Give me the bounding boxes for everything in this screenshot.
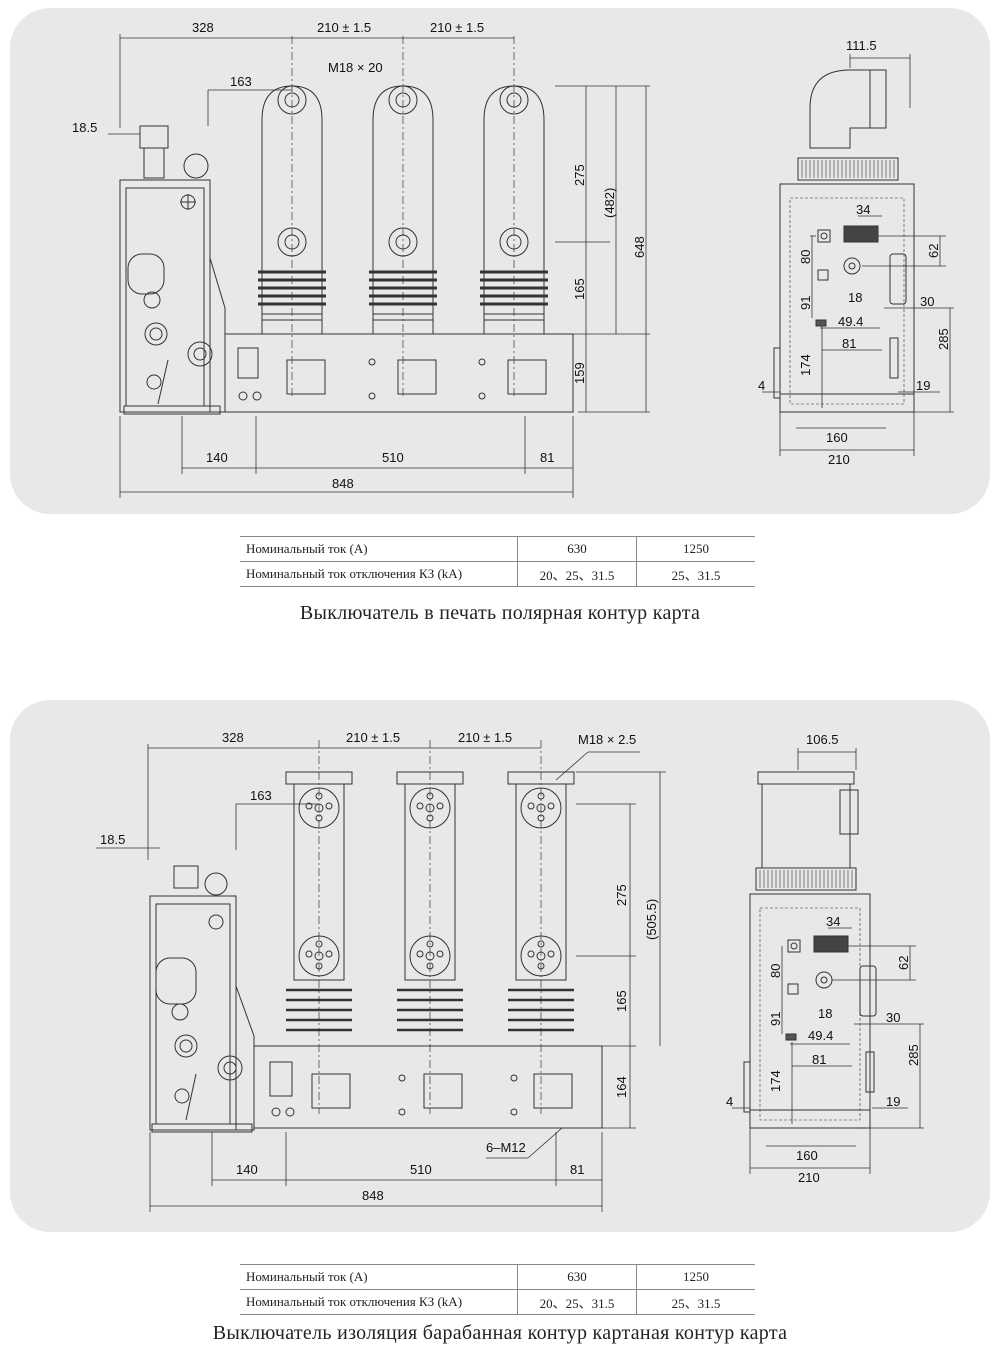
table-row: Номинальный ток (A) 630 1250 [240, 1264, 755, 1290]
breaking-current-1250: 25、31.5 [636, 561, 755, 587]
dim-505-5: (505.5) [644, 899, 659, 940]
breaking-current-630: 20、25、31.5 [517, 561, 637, 587]
spec-table-top: Номинальный ток (A) 630 1250 Номинальный… [240, 536, 755, 587]
side-dim-210: 210 [828, 452, 850, 467]
rated-current-1250: 1250 [636, 1264, 755, 1290]
dim-18-5: 18.5 [72, 120, 97, 135]
side-dim-49-4: 49.4 [808, 1028, 833, 1043]
side-dim-111-5: 111.5 [846, 38, 877, 53]
rated-current-label: Номинальный ток (A) [240, 1264, 518, 1290]
dim-140: 140 [206, 450, 228, 465]
dim-159: 159 [572, 362, 587, 384]
drawing-panel-top: 328 210 ± 1.5 210 ± 1.5 M18 × 20 163 18.… [10, 8, 990, 514]
rated-current-label: Номинальный ток (A) [240, 536, 518, 562]
caption-top: Выключатель в печать полярная контур кар… [299, 602, 701, 624]
side-dim-4: 4 [726, 1094, 733, 1109]
side-dim-19: 19 [886, 1094, 900, 1109]
side-dim-285: 285 [906, 1044, 921, 1066]
dim-210-a: 210 ± 1.5 [346, 730, 400, 745]
dim-648: 648 [632, 236, 647, 258]
rated-current-630: 630 [517, 536, 637, 562]
mechanism-housing [119, 179, 211, 413]
breaker-insulated-drawing: 328 210 ± 1.5 210 ± 1.5 M18 × 2.5 163 18… [96, 730, 924, 1212]
dim-18-5: 18.5 [100, 832, 125, 847]
caption-bottom: Выключатель изоляция барабанная контур к… [212, 1322, 788, 1344]
dim-275: 275 [572, 164, 587, 186]
side-dim-34: 34 [856, 202, 870, 217]
base-frame [253, 1045, 603, 1129]
breaker-pole-drawing: 328 210 ± 1.5 210 ± 1.5 M18 × 20 163 18.… [72, 20, 954, 498]
side-dim-160: 160 [796, 1148, 818, 1163]
drawing-panel-bottom: 328 210 ± 1.5 210 ± 1.5 M18 × 2.5 163 18… [10, 700, 990, 1232]
breaking-current-630: 20、25、31.5 [517, 1289, 637, 1315]
side-dim-34: 34 [826, 914, 840, 929]
dim-210-a: 210 ± 1.5 [317, 20, 371, 35]
side-dim-174: 174 [798, 354, 813, 376]
dim-482: (482) [602, 188, 617, 218]
table-row: Номинальный ток (A) 630 1250 [240, 536, 755, 562]
dim-81: 81 [540, 450, 554, 465]
side-dim-49-4: 49.4 [838, 314, 863, 329]
side-dim-80: 80 [798, 250, 813, 264]
mechanism-housing [149, 895, 237, 1131]
breaking-current-label: Номинальный ток отключения КЗ (kA) [240, 1289, 518, 1315]
dim-510: 510 [410, 1162, 432, 1177]
dim-164: 164 [614, 1076, 629, 1098]
dim-140: 140 [236, 1162, 258, 1177]
dim-275: 275 [614, 884, 629, 906]
rated-current-1250: 1250 [636, 536, 755, 562]
side-dim-91: 91 [768, 1012, 783, 1026]
spec-table-bottom: Номинальный ток (A) 630 1250 Номинальный… [240, 1264, 755, 1315]
dim-848: 848 [362, 1188, 384, 1203]
dim-165: 165 [614, 990, 629, 1012]
side-dim-62: 62 [926, 244, 941, 258]
dim-210-b: 210 ± 1.5 [458, 730, 512, 745]
side-dim-18: 18 [848, 290, 862, 305]
side-dim-62: 62 [896, 956, 911, 970]
side-dim-19: 19 [916, 378, 930, 393]
side-dim-30: 30 [886, 1010, 900, 1025]
side-dim-91: 91 [798, 296, 813, 310]
dim-328: 328 [192, 20, 214, 35]
side-dim-160: 160 [826, 430, 848, 445]
side-dim-285: 285 [936, 328, 951, 350]
side-dim-18: 18 [818, 1006, 832, 1021]
breaking-current-label: Номинальный ток отключения КЗ (kA) [240, 561, 518, 587]
dim-163: 163 [230, 74, 252, 89]
dim-510: 510 [382, 450, 404, 465]
dim-848: 848 [332, 476, 354, 491]
side-view [743, 771, 877, 1129]
side-view [773, 69, 915, 413]
side-dim-210: 210 [798, 1170, 820, 1185]
dim-m18: M18 × 20 [328, 60, 383, 75]
side-dim-81: 81 [812, 1052, 826, 1067]
side-dim-81: 81 [842, 336, 856, 351]
side-dim-80: 80 [768, 964, 783, 978]
breaking-current-1250: 25、31.5 [636, 1289, 755, 1315]
side-dim-4: 4 [758, 378, 765, 393]
side-dim-106-5: 106.5 [806, 732, 839, 747]
rated-current-630: 630 [517, 1264, 637, 1290]
side-dim-30: 30 [920, 294, 934, 309]
dim-165: 165 [572, 278, 587, 300]
dim-328: 328 [222, 730, 244, 745]
table-row: Номинальный ток отключения КЗ (kA) 20、25… [240, 561, 755, 587]
dim-163: 163 [250, 788, 272, 803]
side-dim-174: 174 [768, 1070, 783, 1092]
table-row: Номинальный ток отключения КЗ (kA) 20、25… [240, 1289, 755, 1315]
base-frame [224, 333, 574, 413]
dim-81: 81 [570, 1162, 584, 1177]
dim-m18: M18 × 2.5 [578, 732, 636, 747]
dim-210-b: 210 ± 1.5 [430, 20, 484, 35]
dim-6-m12: 6–M12 [486, 1140, 526, 1155]
